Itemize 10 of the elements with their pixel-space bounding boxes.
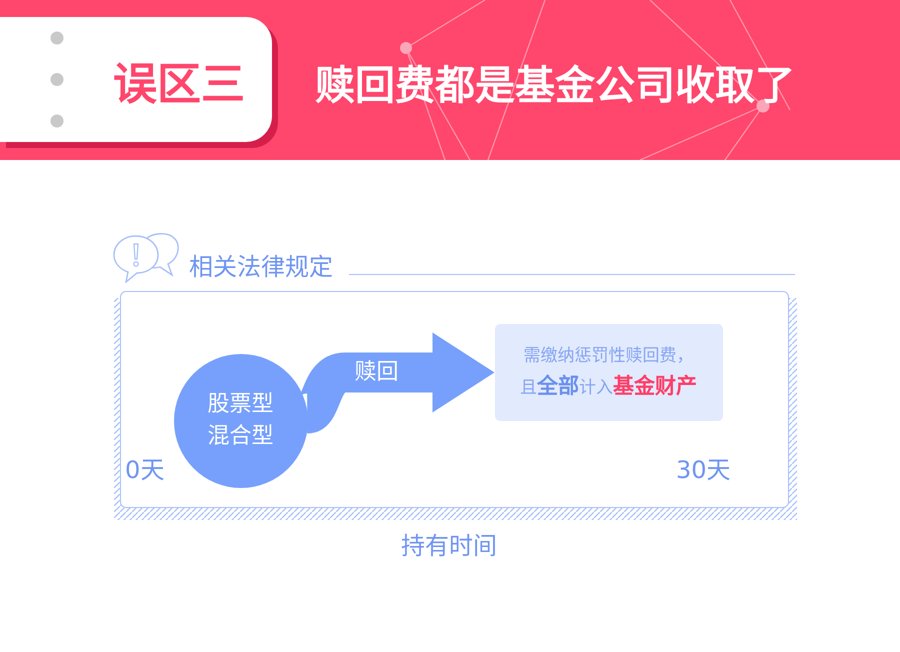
tab-label: 误区三	[113, 59, 245, 111]
note-box: 需缴纳惩罚性赎回费，且全部计入基金财产	[494, 324, 722, 420]
tab	[0, 17, 272, 142]
axis-title: 持有时间	[401, 531, 497, 561]
edge-label: 赎回	[354, 358, 399, 386]
title: 赎回费都是基金公司收取了	[315, 62, 795, 110]
section-heading: 相关法律规定	[189, 252, 333, 282]
category-circle: 股票型混合型	[174, 354, 308, 488]
tick-label: 0天	[125, 455, 164, 485]
tick-label: 30天	[676, 455, 731, 485]
